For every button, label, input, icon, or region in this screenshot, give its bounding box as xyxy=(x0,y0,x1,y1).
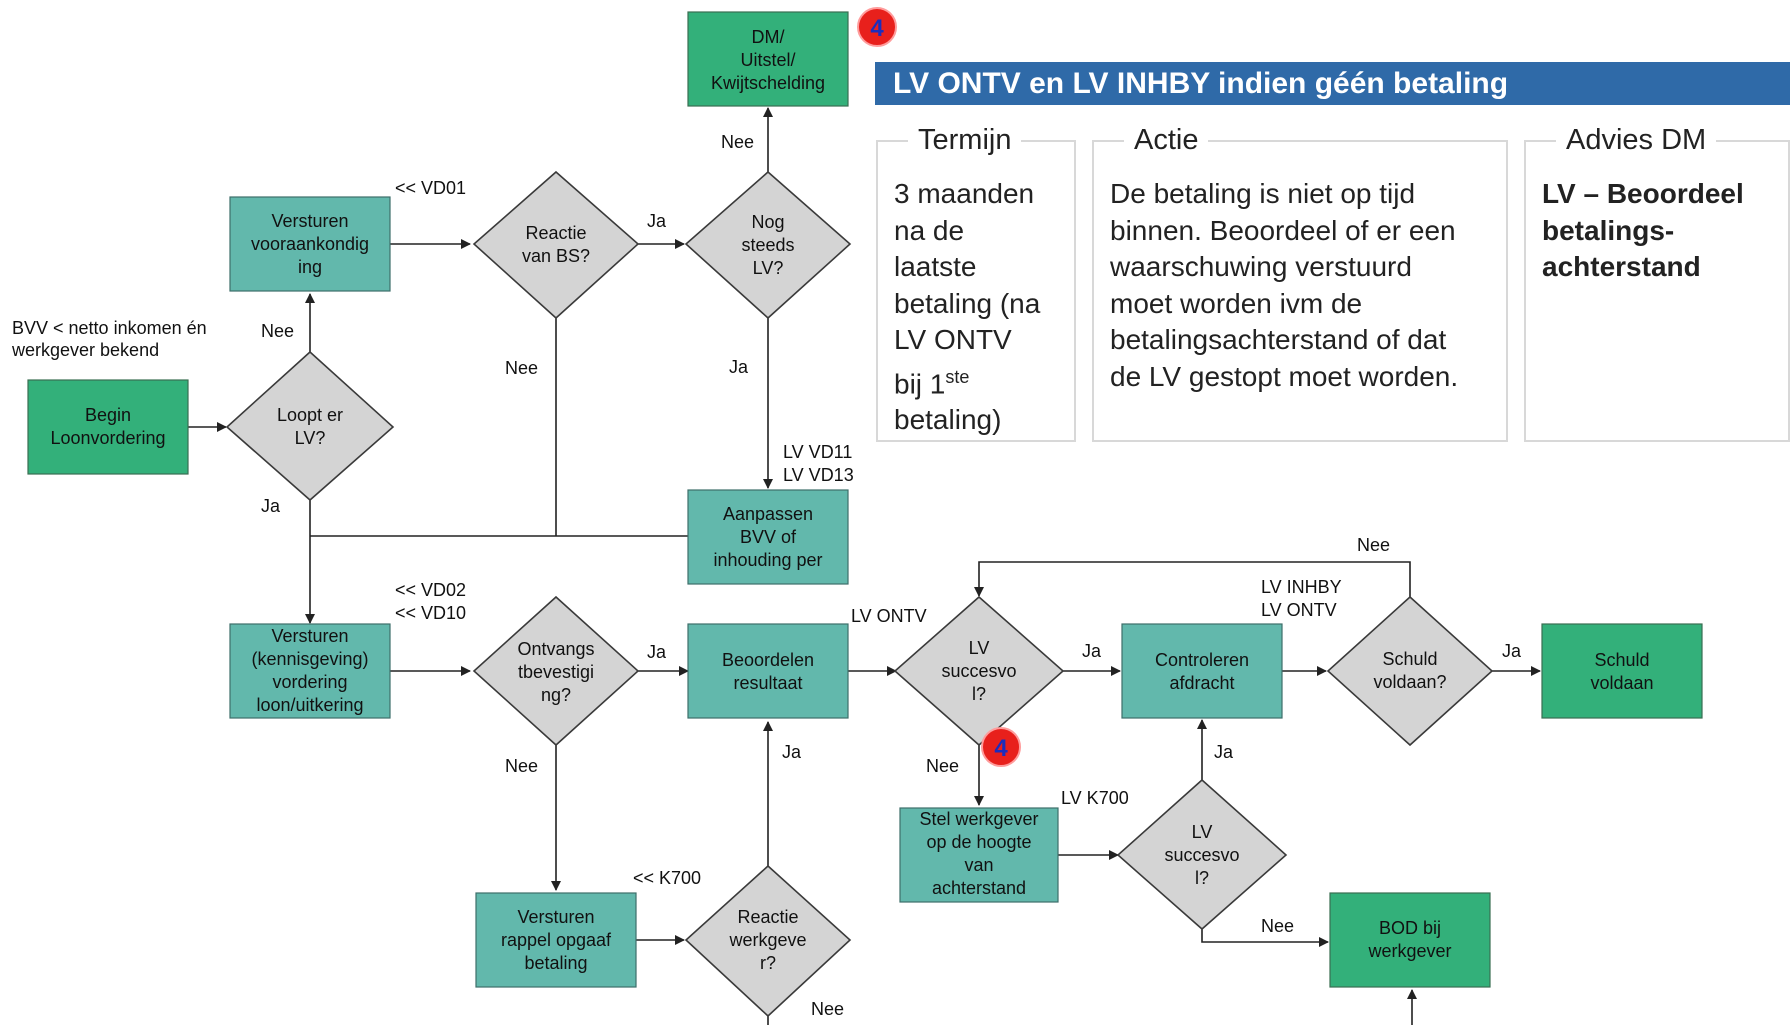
dm-uitstel-text: DM/Uitstel/Kwijtschelding xyxy=(711,27,825,93)
beoordelen-resultaat-box[interactable] xyxy=(687,623,849,719)
step-badge-mid-text: 4 xyxy=(994,735,1008,762)
actie-body: De betaling is niet op tijd binnen. Beoo… xyxy=(1110,178,1459,392)
reactie-werkgever-decision[interactable] xyxy=(684,864,852,1018)
controleren-afdracht-box[interactable] xyxy=(1121,623,1283,719)
lv-vd13-label: LV VD13 xyxy=(783,465,854,485)
loopt-er-lv-decision[interactable] xyxy=(225,350,395,502)
termijn-panel: Termijn 3 maanden na de laatste betaling… xyxy=(876,124,1076,442)
begin-loonvordering-box[interactable] xyxy=(27,379,189,475)
bod-werkgever-box[interactable] xyxy=(1329,892,1491,988)
ja-label-ontvangst: Ja xyxy=(647,642,667,662)
vd02-label: << VD02 xyxy=(395,580,466,600)
advies-body: LV – Beoordeel betalings- achterstand xyxy=(1542,178,1744,282)
vd01-label: << VD01 xyxy=(395,178,466,198)
aanpassen-bvv-box[interactable] xyxy=(687,489,849,585)
vd10-label: << VD10 xyxy=(395,603,466,623)
termijn-title: Termijn xyxy=(908,124,1022,157)
actie-panel: Actie De betaling is niet op tijd binnen… xyxy=(1092,124,1508,442)
ja-label-nog-steeds: Ja xyxy=(729,357,749,377)
nee-label-lv-succes1: Nee xyxy=(926,756,959,776)
section-banner: LV ONTV en LV INHBY indien géén betaling xyxy=(875,62,1790,105)
bvv-condition-line2: werkgever bekend xyxy=(11,340,159,360)
versturen-vooraankondiging-box[interactable] xyxy=(229,196,391,292)
dm-uitstel-box[interactable] xyxy=(687,11,849,107)
bvv-condition-line1: BVV < netto inkomen én xyxy=(12,318,207,338)
versturen-kennisgeving-box[interactable] xyxy=(229,623,391,719)
advies-panel: Advies DM LV – Beoordeel betalings- acht… xyxy=(1524,124,1790,442)
k700-back-label: << K700 xyxy=(633,868,701,888)
ja-label-loopt: Ja xyxy=(261,496,281,516)
schuld-voldaan-box[interactable] xyxy=(1541,623,1703,719)
nee-label-nog-steeds: Nee xyxy=(721,132,754,152)
nee-label-lv-succes2: Nee xyxy=(1261,916,1294,936)
ja-label-lv-succes2: Ja xyxy=(1214,742,1234,762)
nee-label-ontvangst: Nee xyxy=(505,756,538,776)
connectors xyxy=(188,107,1541,1025)
ontvangstbevestiging-decision[interactable] xyxy=(472,595,640,747)
nee-label-schuld: Nee xyxy=(1357,535,1390,555)
lv-vd11-label: LV VD11 xyxy=(783,442,852,462)
nee-label-reactie-bs: Nee xyxy=(505,358,538,378)
step-badge-top xyxy=(857,7,897,47)
lv-succesvol-decision-2[interactable] xyxy=(1116,778,1288,931)
ja-label-lv-succes1: Ja xyxy=(1082,641,1102,661)
stel-werkgever-box[interactable] xyxy=(899,807,1059,903)
ja-label-reactie-wg: Ja xyxy=(782,742,802,762)
ja-label-reactie-bs: Ja xyxy=(647,211,667,231)
actie-title: Actie xyxy=(1124,124,1209,157)
ja-label-schuld: Ja xyxy=(1502,641,1522,661)
termijn-body: 3 maanden na de laatste betaling (na LV … xyxy=(894,178,1041,436)
advies-title: Advies DM xyxy=(1556,124,1717,157)
nog-steeds-lv-decision[interactable] xyxy=(684,170,852,320)
schuld-voldaan-decision[interactable] xyxy=(1326,595,1494,747)
lv-inhby-label: LV INHBY xyxy=(1261,577,1342,597)
step-badge-mid xyxy=(981,727,1021,767)
versturen-rappel-box[interactable] xyxy=(475,892,637,988)
lv-ontv-label-2: LV ONTV xyxy=(1261,600,1337,620)
step-badge-top-text: 4 xyxy=(870,15,884,42)
nee-label-reactie-wg: Nee xyxy=(811,999,844,1019)
lv-k700-label: LV K700 xyxy=(1061,788,1129,808)
lv-ontv-label: LV ONTV xyxy=(851,606,927,626)
reactie-bs-decision[interactable] xyxy=(472,170,640,320)
lv-succesvol-decision-1[interactable] xyxy=(893,595,1065,747)
nee-label-loopt: Nee xyxy=(261,321,294,341)
